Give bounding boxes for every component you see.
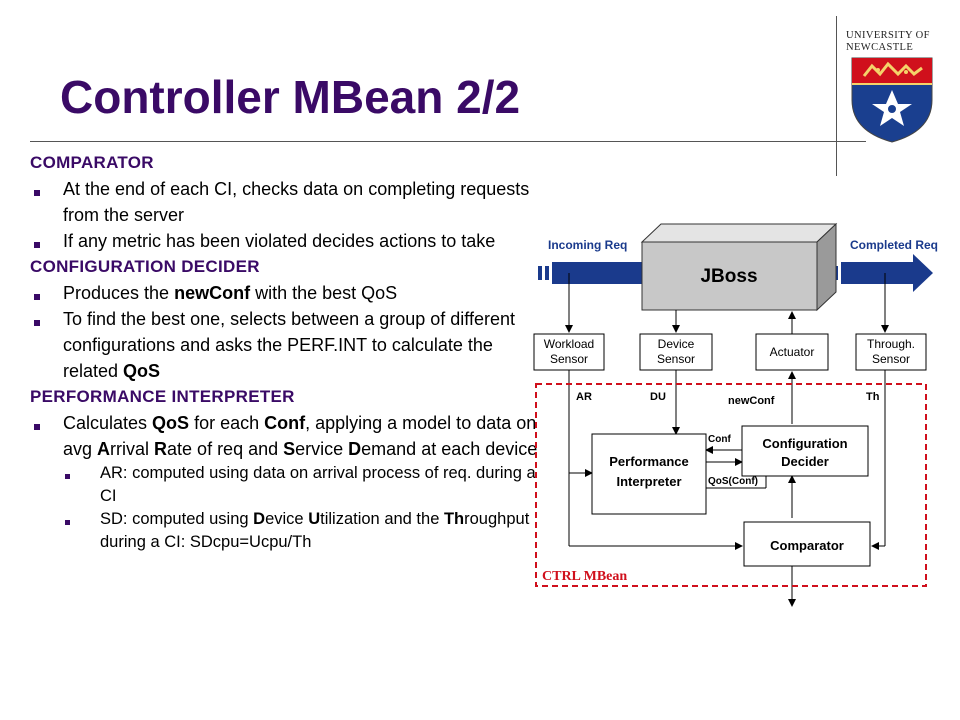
throughput-sensor-line-1: Through. (867, 337, 915, 351)
completed-req-label: Completed Req (850, 238, 938, 252)
heading-comparator: COMPARATOR (30, 153, 154, 172)
slide-content: COMPARATOR At the end of each CI, checks… (30, 150, 540, 554)
perf-subbullet-2: SD: computed using Device Utilization an… (30, 508, 540, 554)
connector-lines (565, 273, 889, 607)
jboss-label: JBoss (700, 266, 757, 287)
performance-interpreter-line-2: Interpreter (616, 474, 681, 489)
conf-label: Conf (708, 434, 731, 445)
configuration-decider-line-2: Decider (781, 454, 829, 469)
qos-conf-label: QoS(Conf) (708, 476, 758, 487)
du-label: DU (650, 391, 666, 403)
configuration-decider-line-1: Configuration (762, 436, 847, 451)
heading-performance-interpreter: PERFORMANCE INTERPRETER (30, 387, 295, 406)
logo-divider (836, 16, 837, 176)
workload-sensor-line-2: Sensor (550, 352, 588, 366)
university-logo: UNIVERSITY OF NEWCASTLE (844, 30, 940, 145)
completed-arrow (827, 254, 933, 292)
ctrl-mbean-region (535, 383, 927, 587)
ctrl-mbean-label: CTRL MBean (542, 569, 627, 584)
title-divider (30, 141, 866, 142)
throughput-sensor-line-2: Sensor (872, 352, 910, 366)
university-shield-icon (851, 57, 933, 143)
comparator-bullet-2: If any metric has been violated decides … (30, 228, 540, 254)
comparator-label: Comparator (770, 538, 844, 553)
newconf-label: newConf (728, 395, 775, 407)
jboss-box (640, 222, 838, 312)
device-sensor-line-2: Sensor (657, 352, 695, 366)
performance-interpreter-box (591, 433, 707, 515)
perf-subbullet-1: AR: computed using data on arrival proce… (30, 462, 540, 508)
th-label: Th (866, 391, 880, 403)
heading-configuration-decider: CONFIGURATION DECIDER (30, 257, 260, 276)
actuator-label: Actuator (770, 345, 815, 359)
configuration-decider-box (741, 425, 869, 477)
perf-bullet-1: Calculates QoS for each Conf, applying a… (30, 410, 540, 462)
device-sensor-line-1: Device (658, 337, 695, 351)
comparator-box (743, 521, 871, 567)
throughput-sensor-box (855, 333, 927, 371)
workload-sensor-line-1: Workload (544, 337, 594, 351)
incoming-req-label: Incoming Req (548, 238, 627, 252)
comparator-bullet-1: At the end of each CI, checks data on co… (30, 176, 540, 228)
logo-line-1: UNIVERSITY OF (846, 30, 930, 41)
ctrl-mbean-diagram: Incoming Req Completed Req JBoss Workloa… (533, 222, 938, 607)
ar-label: AR (576, 391, 592, 403)
config-bullet-2: To find the best one, selects between a … (30, 306, 540, 384)
logo-line-2: NEWCASTLE (846, 42, 914, 53)
page-title: Controller MBean 2/2 (60, 71, 521, 123)
performance-interpreter-line-1: Performance (609, 454, 688, 469)
config-bullet-1: Produces the newConf with the best QoS (30, 280, 540, 306)
